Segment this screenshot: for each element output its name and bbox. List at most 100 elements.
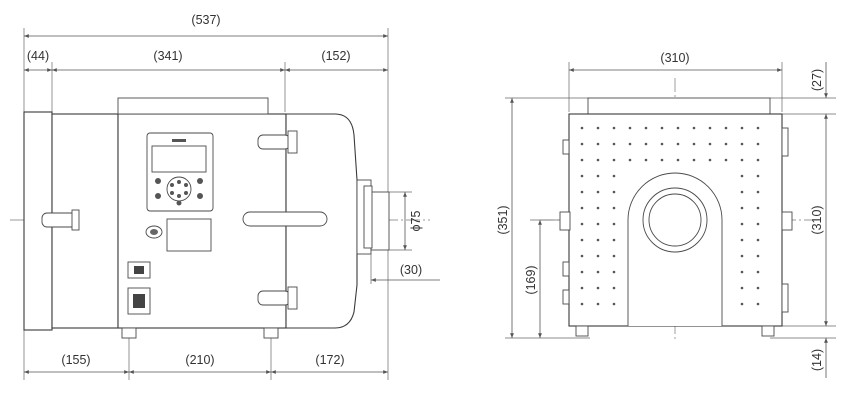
foot-rear <box>263 327 279 339</box>
vent-dot <box>612 158 616 162</box>
vent-dot <box>612 142 616 146</box>
control-display <box>146 132 214 212</box>
top-mount-bracket <box>117 97 269 115</box>
duct-outlet <box>370 191 390 251</box>
dim-front-cap: (44) <box>27 49 49 63</box>
vent-dot <box>580 302 584 306</box>
vent-dot <box>612 222 616 226</box>
vent-dot <box>708 126 712 130</box>
vent-dot <box>628 158 632 162</box>
vent-dot <box>676 158 680 162</box>
vent-dot <box>628 126 632 130</box>
vent-dot <box>580 238 584 242</box>
dim-duct-height: (169) <box>524 265 538 294</box>
front-top-bracket <box>587 97 771 115</box>
vent-dot <box>596 286 600 290</box>
vent-dot <box>612 270 616 274</box>
front-foot-left <box>575 325 589 337</box>
dim-foot-height: (14) <box>810 349 824 371</box>
vent-dot <box>756 222 760 226</box>
vent-dot <box>596 174 600 178</box>
vent-dot <box>756 270 760 274</box>
duct-flange <box>363 185 373 249</box>
left-clip-mid <box>562 261 570 277</box>
vent-dot <box>580 190 584 194</box>
dim-bottom-left: (155) <box>61 353 90 367</box>
vent-dot <box>756 190 760 194</box>
label-plate <box>166 218 212 252</box>
vent-dot <box>596 158 600 162</box>
vent-dot <box>756 126 760 130</box>
vent-dot <box>596 142 600 146</box>
front-foot-right <box>761 325 775 337</box>
vent-dot <box>756 302 760 306</box>
front-view: (310) (27) (351) (169) (310) (14) <box>496 51 836 378</box>
dim-rear-section: (152) <box>321 49 350 63</box>
vent-dot <box>724 126 728 130</box>
vent-dot <box>740 286 744 290</box>
vent-dot <box>660 158 664 162</box>
dim-duct-diameter: ϕ75 <box>409 211 423 232</box>
latch-left <box>41 209 80 231</box>
vent-dot <box>612 302 616 306</box>
left-lug <box>559 211 571 231</box>
vent-dot <box>756 174 760 178</box>
vent-dot <box>692 142 696 146</box>
vent-dot <box>580 158 584 162</box>
side-slot <box>242 211 328 227</box>
vent-dot <box>724 142 728 146</box>
right-latch-top <box>781 127 789 157</box>
vent-dot <box>596 238 600 242</box>
vent-dot <box>740 142 744 146</box>
vent-dot <box>708 142 712 146</box>
vent-dot <box>596 270 600 274</box>
dim-front-width: (310) <box>660 51 689 65</box>
foot-front <box>121 327 137 339</box>
lcd-screen-icon <box>151 145 207 173</box>
vent-dot <box>596 126 600 130</box>
vent-dot <box>740 174 744 178</box>
vent-dot-pattern <box>580 126 760 306</box>
vent-dot <box>644 158 648 162</box>
vent-dot <box>756 254 760 258</box>
vent-dot <box>612 126 616 130</box>
vent-dot <box>580 174 584 178</box>
vent-dot <box>740 270 744 274</box>
duct-inner-ring <box>648 193 702 247</box>
vent-dot <box>580 206 584 210</box>
vent-dot <box>740 302 744 306</box>
vent-dot <box>596 302 600 306</box>
vent-dot <box>660 126 664 130</box>
dim-overall-length: (537) <box>191 13 220 27</box>
dim-side-height: (310) <box>810 205 824 234</box>
right-latch-bottom <box>781 283 789 313</box>
vent-dot <box>580 286 584 290</box>
vent-dot <box>596 254 600 258</box>
dim-body-length: (341) <box>153 49 182 63</box>
vent-dot <box>692 126 696 130</box>
vent-dot <box>612 206 616 210</box>
vent-dot <box>644 142 648 146</box>
dim-top-offset: (27) <box>810 69 824 91</box>
vent-dot <box>756 238 760 242</box>
left-clip-top <box>562 139 570 155</box>
vent-dot <box>596 222 600 226</box>
vent-dot <box>580 270 584 274</box>
vent-dot <box>580 254 584 258</box>
right-lug <box>781 211 793 231</box>
vent-dot <box>740 190 744 194</box>
vent-dot <box>740 206 744 210</box>
vent-dot <box>756 142 760 146</box>
vent-dot <box>740 238 744 242</box>
latch-bottom-right <box>257 286 298 310</box>
latch-top-right <box>257 130 298 154</box>
vent-dot <box>756 158 760 162</box>
dim-bottom-mid: (210) <box>185 353 214 367</box>
left-clip-bottom <box>562 289 570 305</box>
vent-dot <box>740 158 744 162</box>
vent-dot <box>740 126 744 130</box>
vent-dot <box>612 238 616 242</box>
vent-dot <box>612 174 616 178</box>
